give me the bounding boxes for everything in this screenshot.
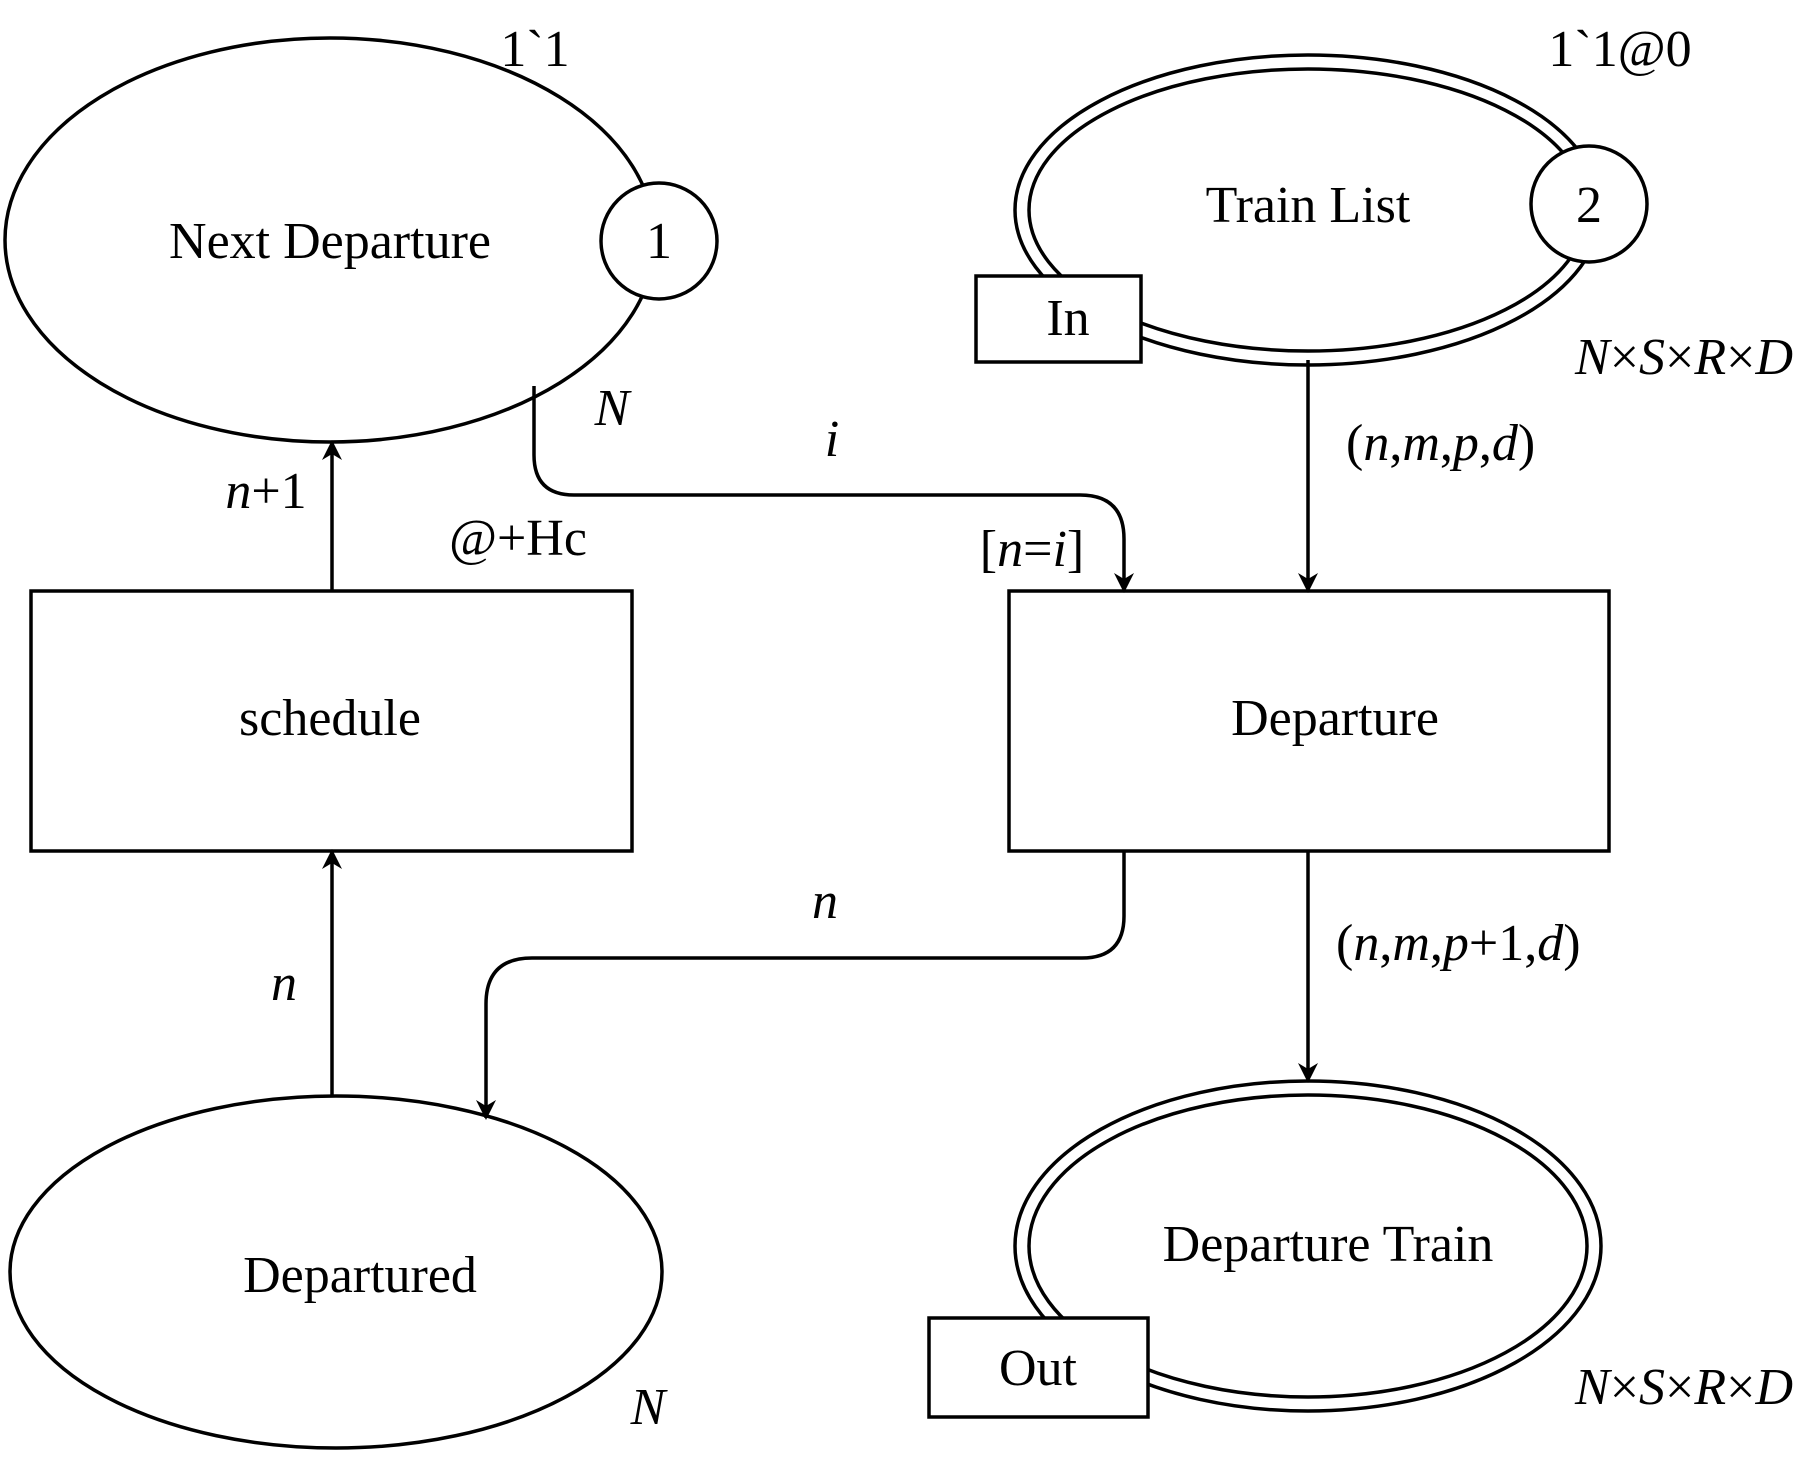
arc-departure-to-departure-train-label: (n,m,p+1,d) (1336, 915, 1581, 972)
place-next-departure[interactable]: Next Departure (3, 36, 657, 444)
place-departured-name: Departured (243, 1247, 477, 1304)
place-departure-train[interactable]: Departure Train (1013, 1079, 1603, 1413)
train-list-port-tag: In (974, 274, 1143, 364)
arc-schedule-to-next-departure-label: n+1 (225, 463, 306, 520)
arc-train-list-to-departure-label: (n,m,p,d) (1346, 415, 1535, 472)
place-departured[interactable]: Departured (8, 1094, 664, 1450)
transition-schedule-name: schedule (239, 690, 421, 747)
departure-train-port-label: Out (999, 1340, 1078, 1397)
departured-colour-set: N (630, 1379, 669, 1436)
place-next-departure-name: Next Departure (169, 213, 491, 270)
transition-departure-name: Departure (1231, 690, 1439, 747)
next-departure-token-count-text: 1 (646, 213, 672, 270)
next-departure-token-count: 1 (599, 181, 719, 301)
next-departure-initial-marking: 1`1 (500, 21, 569, 78)
arc-departure-to-departured[interactable] (476, 851, 1126, 1120)
departure-train-port-tag: Out (927, 1316, 1150, 1419)
train-list-token-count-text: 2 (1576, 177, 1602, 234)
transition-departure[interactable]: Departure (1007, 589, 1611, 853)
place-train-list-name: Train List (1206, 177, 1411, 234)
train-list-token-count: 2 (1529, 144, 1649, 264)
arc-departured-to-schedule-label: n (271, 955, 297, 1012)
place-departure-train-name: Departure Train (1163, 1216, 1494, 1273)
train-list-port-label: In (1046, 290, 1089, 347)
train-list-colour-set: N×S×R×D (1574, 329, 1793, 386)
arc-next-departure-to-departure[interactable] (532, 386, 1134, 593)
train-list-initial-marking: 1`1@0 (1548, 21, 1691, 78)
schedule-time-delay: @+Hc (449, 510, 587, 567)
departure-train-colour-set: N×S×R×D (1574, 1359, 1793, 1416)
arc-departure-to-departured-label: n (812, 873, 838, 930)
arc-next-departure-to-departure-label: i (825, 411, 839, 468)
transition-schedule[interactable]: schedule (29, 589, 634, 853)
next-departure-colour-set: N (594, 380, 633, 437)
departure-guard: [n=i] (980, 521, 1084, 578)
